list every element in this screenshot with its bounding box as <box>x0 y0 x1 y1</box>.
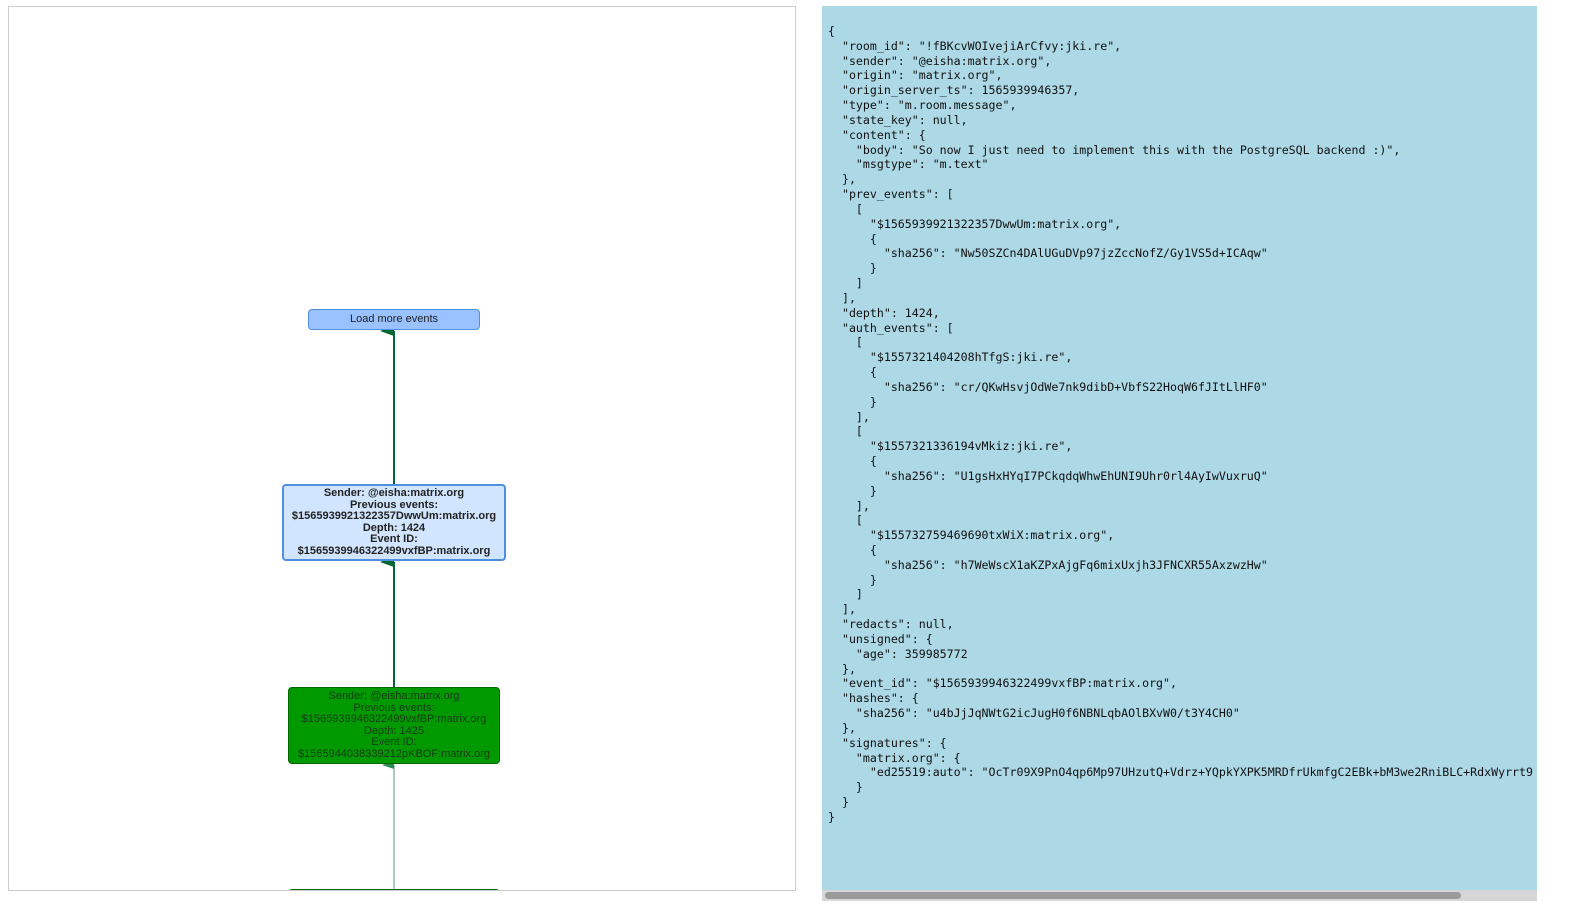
horizontal-scrollbar[interactable] <box>822 890 1537 901</box>
node-depth: Depth: 1424 <box>362 521 426 534</box>
event-json-text: { "room_id": "!fBKcvWOIvejiArCfvy:jki.re… <box>828 24 1533 824</box>
event-graph-panel[interactable]: Load more events Sender: @eisha:matrix.o… <box>8 6 796 891</box>
node-event-id-label: Event ID: <box>371 736 417 748</box>
node-depth: Depth: 1425 <box>364 724 424 737</box>
scrollbar-thumb[interactable] <box>825 892 1461 899</box>
node-sender: Sender: @eisha:matrix.org <box>328 690 460 702</box>
node-event-id: $1565944038339212pKBOF:matrix.org <box>297 747 491 760</box>
load-more-events-label: Load more events <box>349 312 439 325</box>
node-prev-event-id: $1565939921322357DwwUm:matrix.org <box>291 510 497 522</box>
event-graph-edges <box>380 326 395 889</box>
node-event-id-label: Event ID: <box>370 533 418 545</box>
node-sender: Sender: @eisha:matrix.org <box>323 487 465 499</box>
event-json-panel[interactable]: { "room_id": "!fBKcvWOIvejiArCfvy:jki.re… <box>822 6 1537 901</box>
event-node-partial[interactable] <box>288 889 500 890</box>
node-event-id: $1565939946322499vxfBP:matrix.org <box>297 544 491 557</box>
load-more-events-button[interactable]: Load more events <box>308 309 480 330</box>
node-prev-events-label: Previous events: <box>349 498 439 511</box>
node-prev-event-id: $1565939946322499vxfBP:matrix.org <box>301 713 487 725</box>
event-node-selected[interactable]: Sender: @eisha:matrix.org Previous event… <box>282 484 506 561</box>
event-node[interactable]: Sender: @eisha:matrix.org Previous event… <box>288 687 500 764</box>
node-prev-events-label: Previous events: <box>353 701 435 714</box>
